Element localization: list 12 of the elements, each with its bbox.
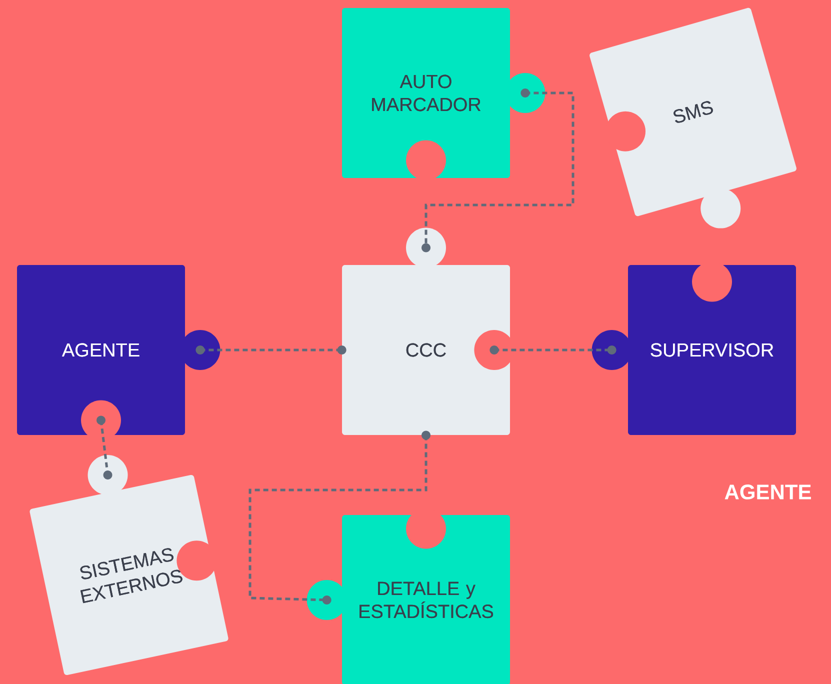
puzzle-piece: CCC bbox=[342, 228, 514, 435]
connector bbox=[422, 88, 574, 252]
puzzle-piece: DETALLE y ESTADÍSTICAS bbox=[306, 508, 510, 684]
connector bbox=[490, 346, 616, 354]
heading: AGENTE bbox=[724, 484, 811, 500]
connector bbox=[96, 416, 112, 480]
puzzle-piece: SMS bbox=[590, 8, 796, 228]
puzzle-piece: AUTO MARCADOR bbox=[342, 8, 546, 180]
connector bbox=[248, 430, 430, 604]
puzzle-piece: SUPERVISOR bbox=[592, 262, 796, 435]
puzzle-piece: AGENTE bbox=[17, 265, 220, 440]
connector bbox=[196, 346, 346, 354]
